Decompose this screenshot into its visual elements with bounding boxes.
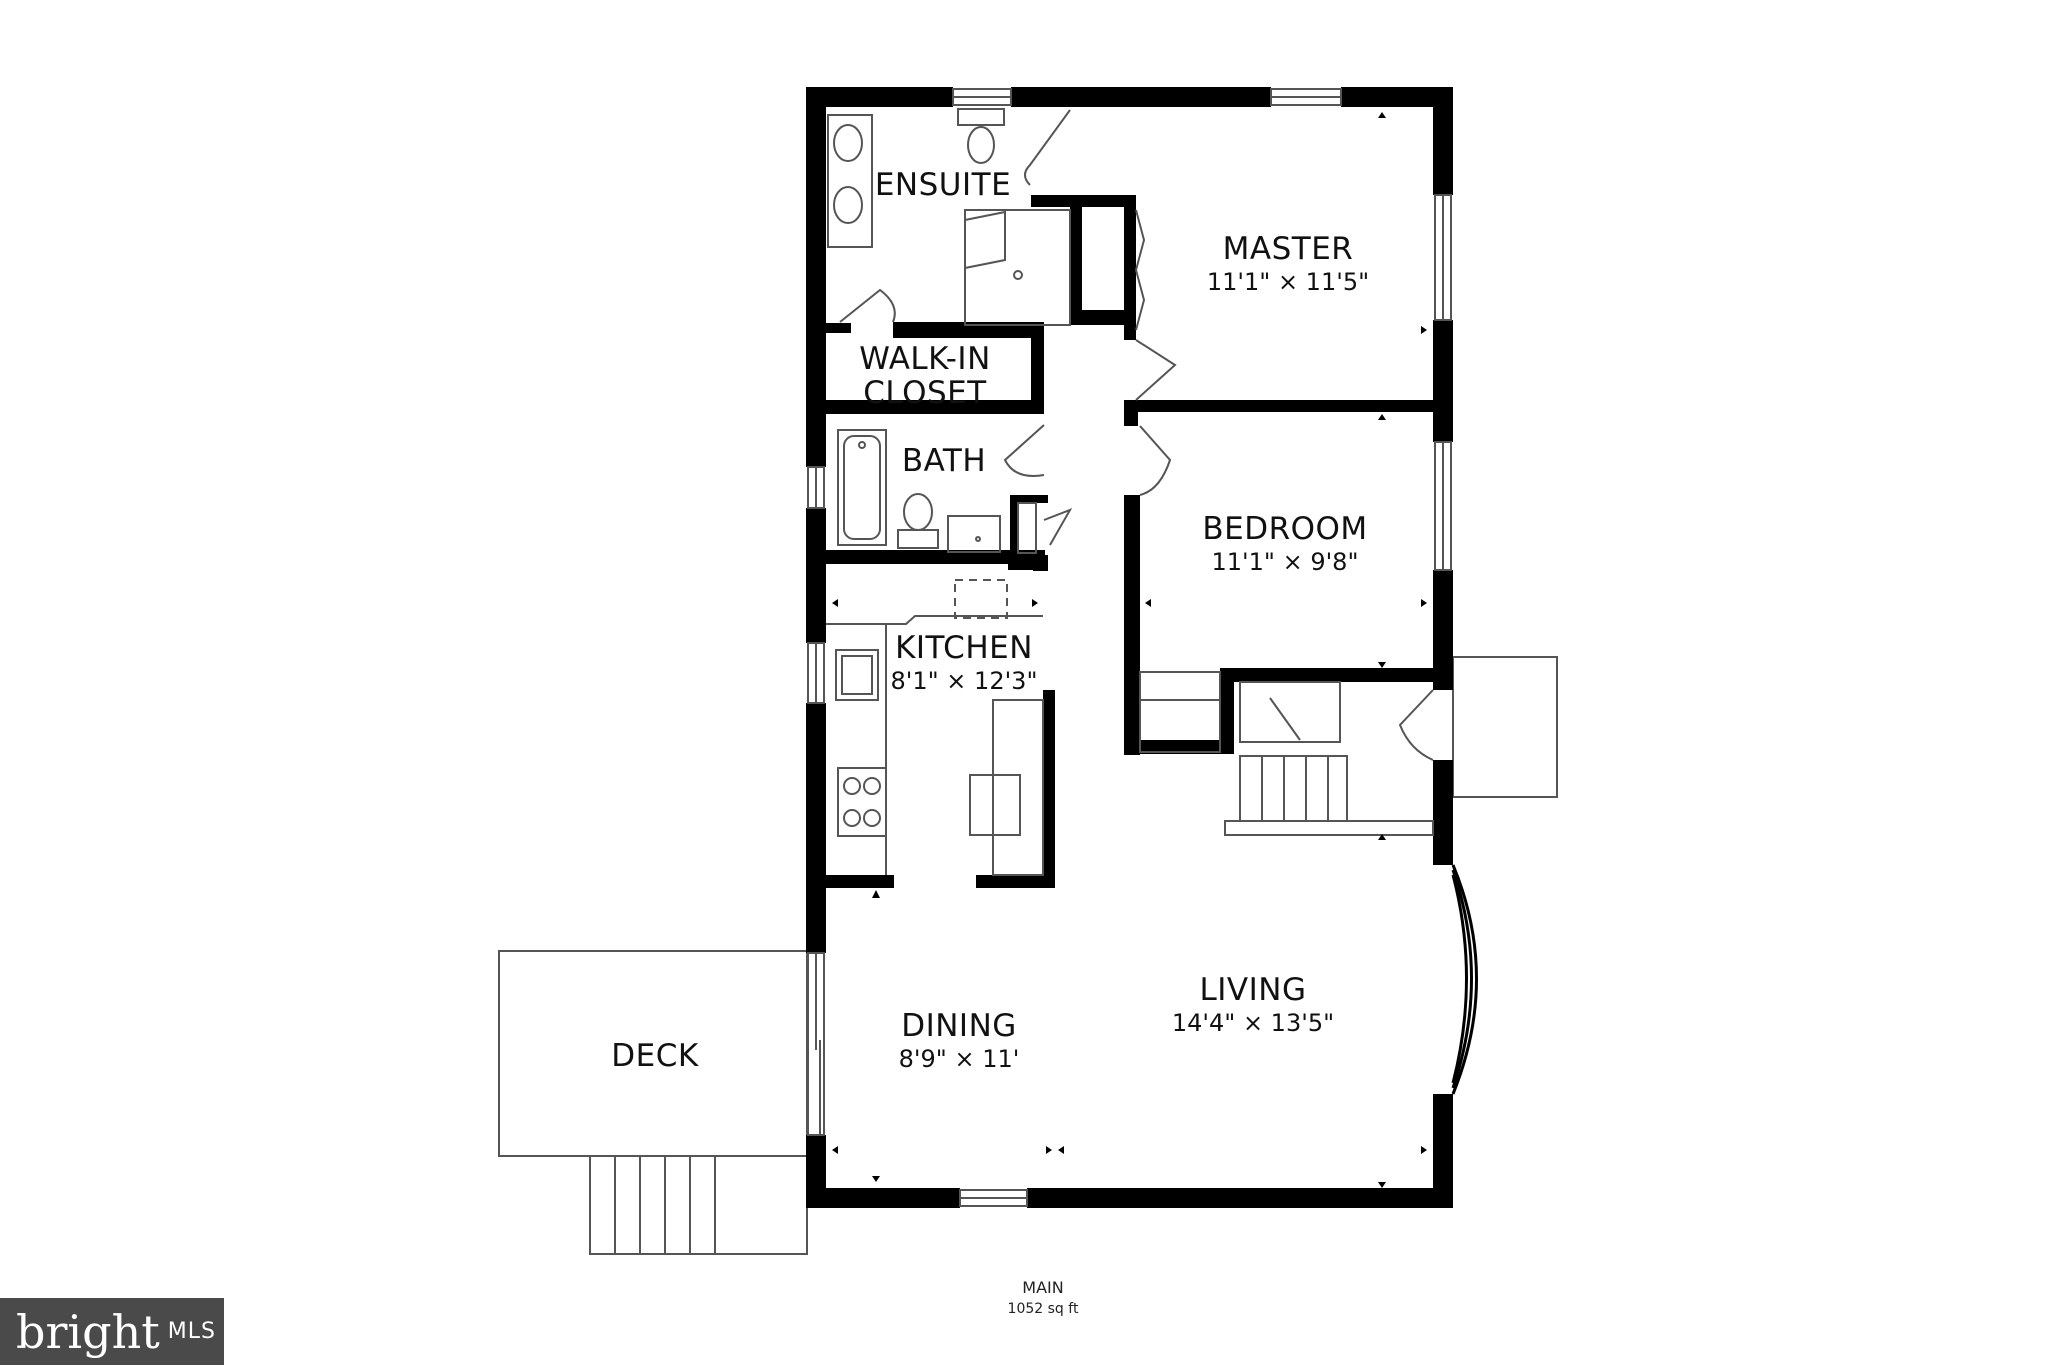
walk-in-closet-name-line2: CLOSET (863, 375, 987, 411)
kitchen-dims: 8'1" × 12'3" (890, 667, 1038, 695)
linen-closet (1017, 502, 1037, 554)
room-label-bath: BATH (902, 444, 986, 478)
dimension-markers (832, 112, 1427, 1188)
bath-vanity-icon (947, 515, 1001, 553)
deck-name: DECK (611, 1038, 699, 1074)
exterior-walls (806, 87, 1453, 1208)
kitchen-counters (826, 579, 1044, 876)
entry-landing (1452, 656, 1558, 798)
windows (807, 88, 1452, 1207)
interior-stairs (1139, 671, 1434, 836)
toilet-icon (897, 493, 939, 549)
room-label-living: LIVING 14'4" × 13'5" (1172, 973, 1334, 1037)
ensuite-name: ENSUITE (874, 167, 1012, 203)
ensuite-toilet-icon (957, 108, 1005, 164)
floor-area: 1052 sq ft (1007, 1301, 1079, 1317)
bath-name: BATH (901, 443, 987, 479)
bay-window (1451, 864, 1478, 1095)
door-swings (839, 109, 1434, 761)
room-label-bedroom: BEDROOM 11'1" × 9'8" (1202, 512, 1367, 576)
floor-name: MAIN (1022, 1278, 1064, 1297)
living-dims: 14'4" × 13'5" (1171, 1009, 1335, 1037)
living-name: LIVING (1199, 972, 1307, 1008)
walk-in-closet-name-line1: WALK-IN (859, 341, 991, 377)
closet-bifold-door (1134, 209, 1146, 331)
room-label-ensuite: ENSUITE (875, 168, 1011, 202)
logo-brand: bright (16, 1304, 160, 1359)
master-name: MASTER (1222, 231, 1354, 267)
room-label-master: MASTER 11'1" × 11'5" (1207, 232, 1369, 296)
bedroom-name: BEDROOM (1202, 511, 1368, 547)
interior-walls (826, 195, 1453, 888)
floor-caption: MAIN 1052 sq ft (1008, 1278, 1079, 1317)
dining-name: DINING (901, 1008, 1017, 1044)
room-label-walk-in-closet: WALK-IN CLOSET (859, 342, 991, 410)
kitchen-name: KITCHEN (895, 630, 1033, 666)
master-dims: 11'1" × 11'5" (1206, 268, 1370, 296)
dining-dims: 8'9" × 11' (898, 1045, 1020, 1073)
bedroom-dims: 11'1" × 9'8" (1211, 548, 1359, 576)
double-vanity-icon (827, 114, 873, 248)
room-label-dining: DINING 8'9" × 11' (899, 1009, 1020, 1073)
deck (498, 950, 808, 1255)
kitchen-sink-icon (835, 649, 879, 701)
room-label-kitchen: KITCHEN 8'1" × 12'3" (891, 631, 1038, 695)
stove-icon (837, 767, 887, 837)
deck-stairs (590, 1156, 807, 1255)
logo-suffix: MLS (167, 1319, 216, 1344)
shower-icon (964, 209, 1071, 326)
bathtub-icon (837, 429, 887, 546)
room-label-deck: DECK (611, 1039, 698, 1073)
bright-mls-logo: bright MLS (0, 1298, 224, 1365)
